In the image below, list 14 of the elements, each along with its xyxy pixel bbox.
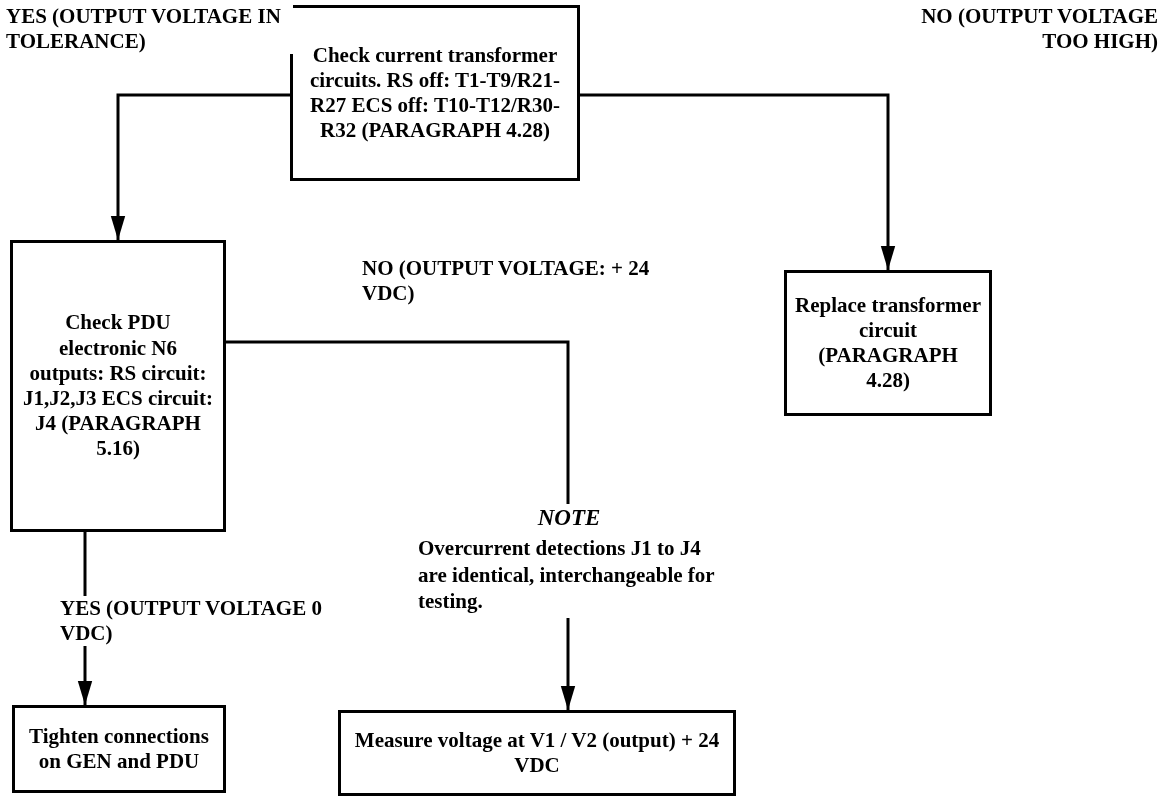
edge-label: YES (OUTPUT VOLTAGE IN TOLERANCE) (4, 4, 293, 55)
process-box (784, 270, 992, 416)
box-text: Tighten connections on GEN and PDU (28, 723, 210, 775)
arrow (560, 618, 576, 710)
box-text: Check current transformer circuits. RS off: T1-T9/R21-R27 ECS off: T10-T12/R30-R32 (PARAGRAPH 4.28) (308, 42, 561, 144)
arrow (580, 93, 896, 270)
process-box (290, 5, 580, 181)
arrow (110, 93, 290, 240)
process-box (338, 710, 736, 796)
process-box (10, 240, 226, 532)
box-text: Measure voltage at V1 / V2 (output) + 24 VDC (353, 727, 721, 779)
process-box (12, 705, 226, 793)
box-text: Replace transformer circuit (PARAGRAPH 4.28) (795, 292, 981, 394)
box-text: Check PDU electronic N6 outputs: RS circuit: J1,J2,J3 ECS circuit: J4 (PARAGRAPH 5.16) (22, 310, 214, 462)
